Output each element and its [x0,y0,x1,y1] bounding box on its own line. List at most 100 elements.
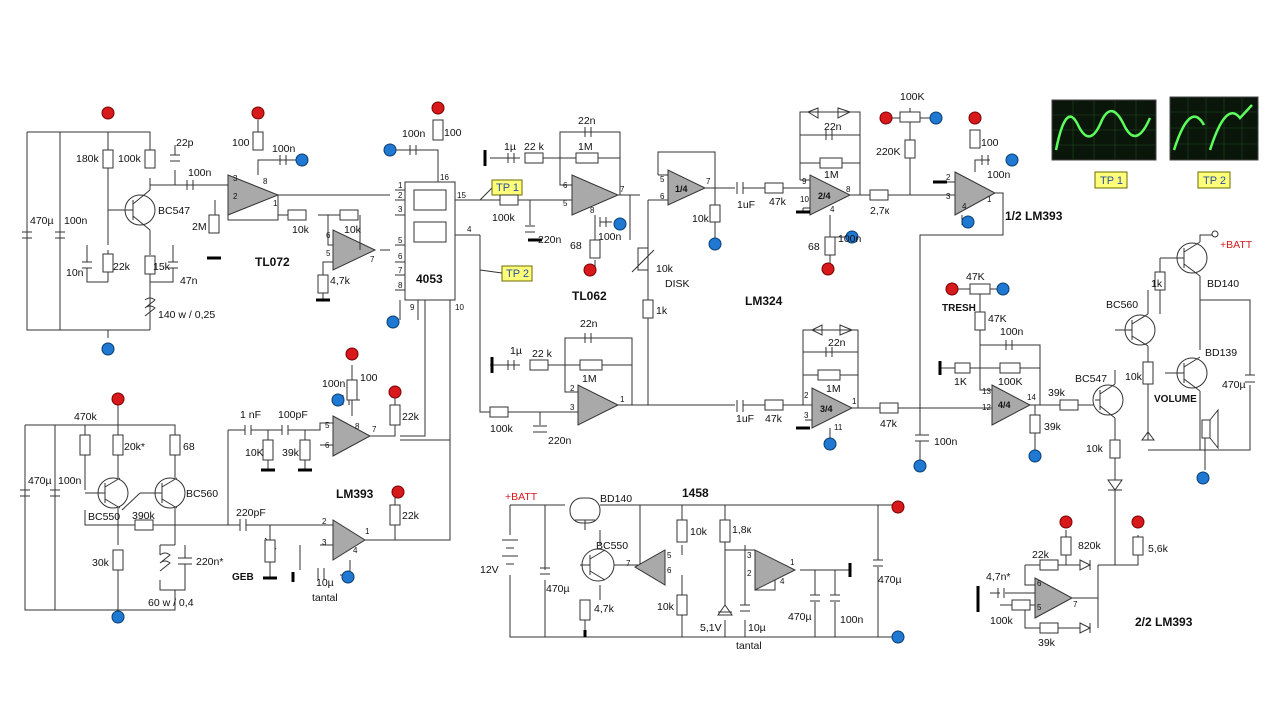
minus-terminal-icon [341,570,355,584]
opamp-triangle-icon [577,384,620,426]
resistor-20k [112,434,124,456]
svg-text:2/4: 2/4 [818,191,831,201]
svg-text:4: 4 [780,577,785,586]
svg-text:22k: 22k [402,411,420,423]
svg-text:6: 6 [660,192,665,201]
resistor-4k7 [317,274,329,294]
minus-terminal-icon [1196,471,1210,485]
resistor-22k [102,253,114,273]
svg-text:100n: 100n [934,436,958,448]
svg-text:11: 11 [834,423,843,432]
resistor-47k-b [764,399,784,411]
minus-terminal-icon [913,459,927,473]
svg-text:39k: 39k [1048,387,1066,399]
resistor-100k [144,149,156,169]
zener-diode-icon [717,604,733,616]
svg-text:BD140: BD140 [1207,278,1239,290]
svg-text:470µ: 470µ [788,611,812,623]
svg-text:tantal: tantal [736,640,762,652]
svg-text:470µ: 470µ [1222,379,1246,391]
svg-text:47k: 47k [765,413,783,425]
plus-terminal-icon [821,262,835,276]
svg-text:22k: 22k [1032,549,1050,561]
resistor-1m [575,152,599,164]
svg-text:2: 2 [233,192,238,201]
svg-text:100n: 100n [987,169,1011,181]
volume-potentiometer [1142,361,1154,385]
svg-text:10k: 10k [656,263,674,275]
svg-text:39k: 39k [282,447,300,459]
resistor-10k-b [339,209,359,221]
minus-terminal-icon [295,153,309,167]
resistor-820k [1060,536,1072,556]
svg-text:2: 2 [747,569,752,578]
svg-text:1: 1 [790,558,795,567]
svg-text:7: 7 [626,559,631,568]
svg-text:TRESH: TRESH [942,303,976,314]
svg-text:6: 6 [667,566,672,575]
potentiometer-100k [899,111,921,123]
test-point-2 [501,265,533,282]
svg-text:12: 12 [982,403,991,412]
minus-terminal-icon [929,111,943,125]
svg-text:5: 5 [667,551,672,560]
svg-text:10k: 10k [657,601,675,613]
svg-text:BC547: BC547 [1075,373,1107,385]
svg-text:180k: 180k [76,153,100,165]
resistor-100k-d [999,362,1021,374]
svg-text:100k: 100k [492,212,516,224]
svg-text:100: 100 [981,137,999,149]
svg-text:7: 7 [1073,600,1078,609]
svg-text:100k: 100k [118,153,142,165]
svg-text:2: 2 [804,391,809,400]
svg-text:68: 68 [808,241,820,253]
svg-text:22k: 22k [402,510,420,522]
opamp-triangle-icon [754,549,797,591]
svg-text:8: 8 [355,422,360,431]
minus-terminal-icon [386,315,400,329]
svg-text:DISK: DISK [665,278,690,290]
svg-text:47n: 47n [180,275,198,287]
resistor-39k-d [1039,622,1059,634]
svg-text:4,7k: 4,7k [330,275,351,287]
svg-text:4/4: 4/4 [998,400,1011,410]
svg-text:1: 1 [620,395,625,404]
svg-text:1k: 1k [1151,278,1163,290]
svg-text:2M: 2M [192,221,207,233]
svg-text:12V: 12V [480,564,499,576]
svg-text:10k: 10k [1086,443,1104,455]
opamp-triangle-icon [571,174,620,216]
svg-text:100n: 100n [58,475,82,487]
svg-text:100: 100 [360,372,378,384]
svg-text:14: 14 [1027,393,1036,402]
svg-text:22k: 22k [113,261,131,273]
svg-text:10: 10 [455,303,464,312]
plus-terminal-icon [345,347,359,361]
svg-text:7: 7 [706,177,711,186]
svg-text:TL062: TL062 [572,289,607,303]
opamp-triangle-icon [1034,577,1074,619]
minus-terminal-icon [1028,449,1042,463]
lm324-34-section: 231 3/4 1uF 47k 22n 1M 11 47k 100n [736,324,958,473]
svg-text:100K: 100K [900,91,925,103]
svg-text:TP 2: TP 2 [506,268,529,280]
svg-text:47K: 47K [966,271,985,283]
svg-text:100: 100 [444,127,462,139]
svg-text:10k: 10k [344,224,362,236]
resistor-1m-d [817,369,841,381]
opamp-triangle-icon [332,229,377,271]
resistor-100-c [969,129,981,149]
plus-terminal-icon [391,485,405,499]
resistor-100-d [346,379,358,401]
resistor-100k-c [489,406,509,418]
svg-text:TP 1: TP 1 [1100,175,1123,187]
resistor-100-b [432,119,444,141]
svg-text:10µ: 10µ [316,577,334,589]
svg-text:47k: 47k [769,196,787,208]
svg-text:4,7n*: 4,7n* [986,571,1011,583]
opamp-triangle-icon [332,415,372,457]
svg-text:100: 100 [232,137,250,149]
